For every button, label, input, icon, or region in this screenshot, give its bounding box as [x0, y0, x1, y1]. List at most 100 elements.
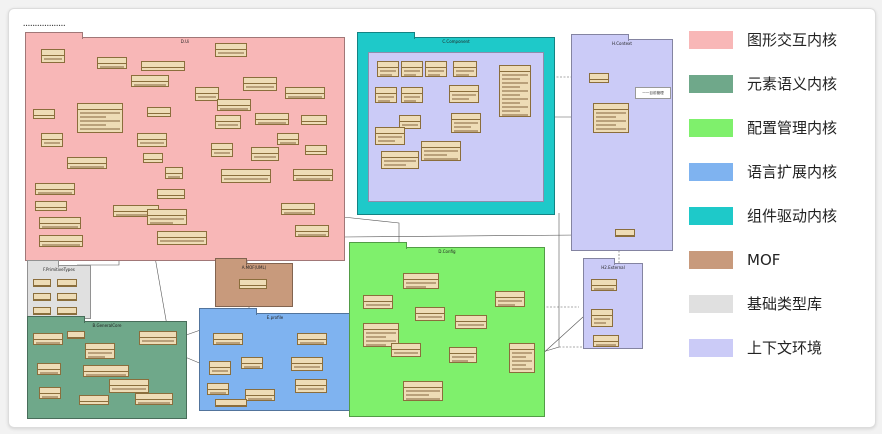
- uml-class-box[interactable]: [33, 293, 51, 301]
- uml-class-box[interactable]: [589, 73, 609, 83]
- uml-class-box[interactable]: [403, 381, 443, 401]
- uml-class-box[interactable]: [291, 357, 323, 371]
- uml-class-box[interactable]: [207, 383, 229, 395]
- uml-class-box[interactable]: [509, 343, 535, 373]
- legend-label: 基础类型库: [747, 295, 823, 313]
- uml-class-box[interactable]: [391, 343, 421, 357]
- uml-class-box[interactable]: [281, 203, 315, 215]
- uml-class-box[interactable]: [41, 133, 63, 147]
- uml-class-box[interactable]: [215, 115, 241, 129]
- uml-class-box[interactable]: [591, 279, 617, 291]
- uml-class-box[interactable]: [255, 113, 289, 125]
- uml-class-box[interactable]: [215, 399, 247, 407]
- uml-class-box[interactable]: [363, 323, 399, 347]
- uml-class-box[interactable]: [143, 153, 163, 163]
- uml-class-box[interactable]: [97, 57, 127, 69]
- uml-class-box[interactable]: [67, 157, 107, 169]
- uml-class-box[interactable]: [41, 49, 65, 63]
- uml-class-box[interactable]: [85, 343, 115, 359]
- package-context-environment[interactable]: H.Context: [571, 34, 673, 251]
- uml-class-box[interactable]: [33, 333, 63, 345]
- uml-class-box[interactable]: [67, 331, 85, 339]
- uml-class-box[interactable]: [495, 291, 525, 307]
- uml-class-box[interactable]: [421, 141, 461, 161]
- uml-class-box[interactable]: [39, 387, 61, 399]
- legend-label: 语言扩展内核: [747, 163, 838, 181]
- uml-class-box[interactable]: [147, 209, 187, 225]
- uml-class-box[interactable]: [57, 307, 77, 315]
- uml-class-box[interactable]: [295, 379, 327, 393]
- uml-class-box[interactable]: [243, 77, 277, 91]
- uml-class-box[interactable]: [79, 395, 109, 405]
- uml-class-box[interactable]: [301, 115, 327, 125]
- uml-class-box[interactable]: [415, 307, 445, 321]
- context-note: 一一目前管理: [635, 87, 671, 99]
- uml-class-box[interactable]: [213, 333, 243, 345]
- uml-class-box[interactable]: [135, 393, 173, 405]
- uml-class-box[interactable]: [57, 279, 77, 287]
- uml-class-box[interactable]: [593, 335, 619, 347]
- uml-class-box[interactable]: [453, 61, 477, 77]
- uml-class-box[interactable]: [251, 147, 279, 161]
- uml-class-box[interactable]: [109, 379, 149, 393]
- legend-swatch: [689, 119, 733, 137]
- uml-class-box[interactable]: [39, 235, 83, 247]
- uml-class-box[interactable]: [293, 169, 333, 181]
- legend-swatch: [689, 251, 733, 269]
- uml-class-box[interactable]: [499, 65, 531, 117]
- uml-class-box[interactable]: [377, 61, 399, 77]
- uml-class-box[interactable]: [157, 189, 185, 199]
- uml-class-box[interactable]: [615, 229, 635, 237]
- uml-class-box[interactable]: [139, 331, 177, 345]
- uml-class-box[interactable]: [455, 315, 487, 329]
- uml-class-box[interactable]: [277, 133, 299, 145]
- uml-class-box[interactable]: [209, 361, 231, 375]
- diagram-caption: ••••••••••••••••••: [23, 23, 66, 28]
- uml-class-box[interactable]: [215, 43, 247, 57]
- uml-class-box[interactable]: [363, 295, 393, 309]
- uml-class-box[interactable]: [375, 87, 397, 103]
- uml-class-box[interactable]: [157, 231, 207, 245]
- uml-class-box[interactable]: [245, 389, 275, 401]
- uml-class-box[interactable]: [399, 115, 421, 129]
- uml-class-box[interactable]: [221, 169, 271, 183]
- uml-class-box[interactable]: [403, 273, 439, 289]
- uml-class-box[interactable]: [591, 309, 613, 327]
- uml-class-box[interactable]: [401, 61, 423, 77]
- uml-class-box[interactable]: [425, 61, 447, 77]
- uml-class-box[interactable]: [165, 167, 183, 179]
- legend-swatch: [689, 163, 733, 181]
- uml-class-box[interactable]: [295, 225, 329, 237]
- uml-class-box[interactable]: [305, 145, 327, 155]
- legend-label: 上下文环境: [747, 339, 823, 357]
- uml-class-box[interactable]: [211, 143, 233, 157]
- uml-class-box[interactable]: [401, 87, 423, 103]
- uml-class-box[interactable]: [57, 293, 77, 301]
- uml-class-box[interactable]: [147, 107, 171, 117]
- uml-class-box[interactable]: [449, 85, 479, 103]
- package-context-external[interactable]: H2.External: [583, 258, 643, 349]
- uml-class-box[interactable]: [137, 133, 167, 147]
- uml-class-box[interactable]: [33, 279, 51, 287]
- uml-class-box[interactable]: [39, 217, 81, 229]
- uml-class-box[interactable]: [449, 347, 477, 363]
- uml-class-box[interactable]: [37, 363, 61, 375]
- uml-class-box[interactable]: [375, 127, 405, 145]
- uml-class-box[interactable]: [33, 109, 55, 119]
- uml-class-box[interactable]: [451, 113, 481, 133]
- uml-class-box[interactable]: [35, 201, 67, 211]
- uml-class-box[interactable]: [83, 365, 129, 377]
- uml-class-box[interactable]: [593, 103, 629, 133]
- uml-class-box[interactable]: [285, 87, 325, 99]
- uml-class-box[interactable]: [239, 279, 267, 289]
- uml-class-box[interactable]: [35, 183, 75, 195]
- uml-class-box[interactable]: [381, 151, 419, 169]
- uml-class-box[interactable]: [141, 61, 185, 71]
- uml-class-box[interactable]: [77, 103, 123, 133]
- uml-class-box[interactable]: [241, 357, 263, 369]
- uml-class-box[interactable]: [195, 87, 219, 101]
- uml-class-box[interactable]: [131, 75, 169, 87]
- uml-class-box[interactable]: [217, 99, 251, 111]
- uml-class-box[interactable]: [33, 307, 51, 315]
- uml-class-box[interactable]: [297, 333, 327, 345]
